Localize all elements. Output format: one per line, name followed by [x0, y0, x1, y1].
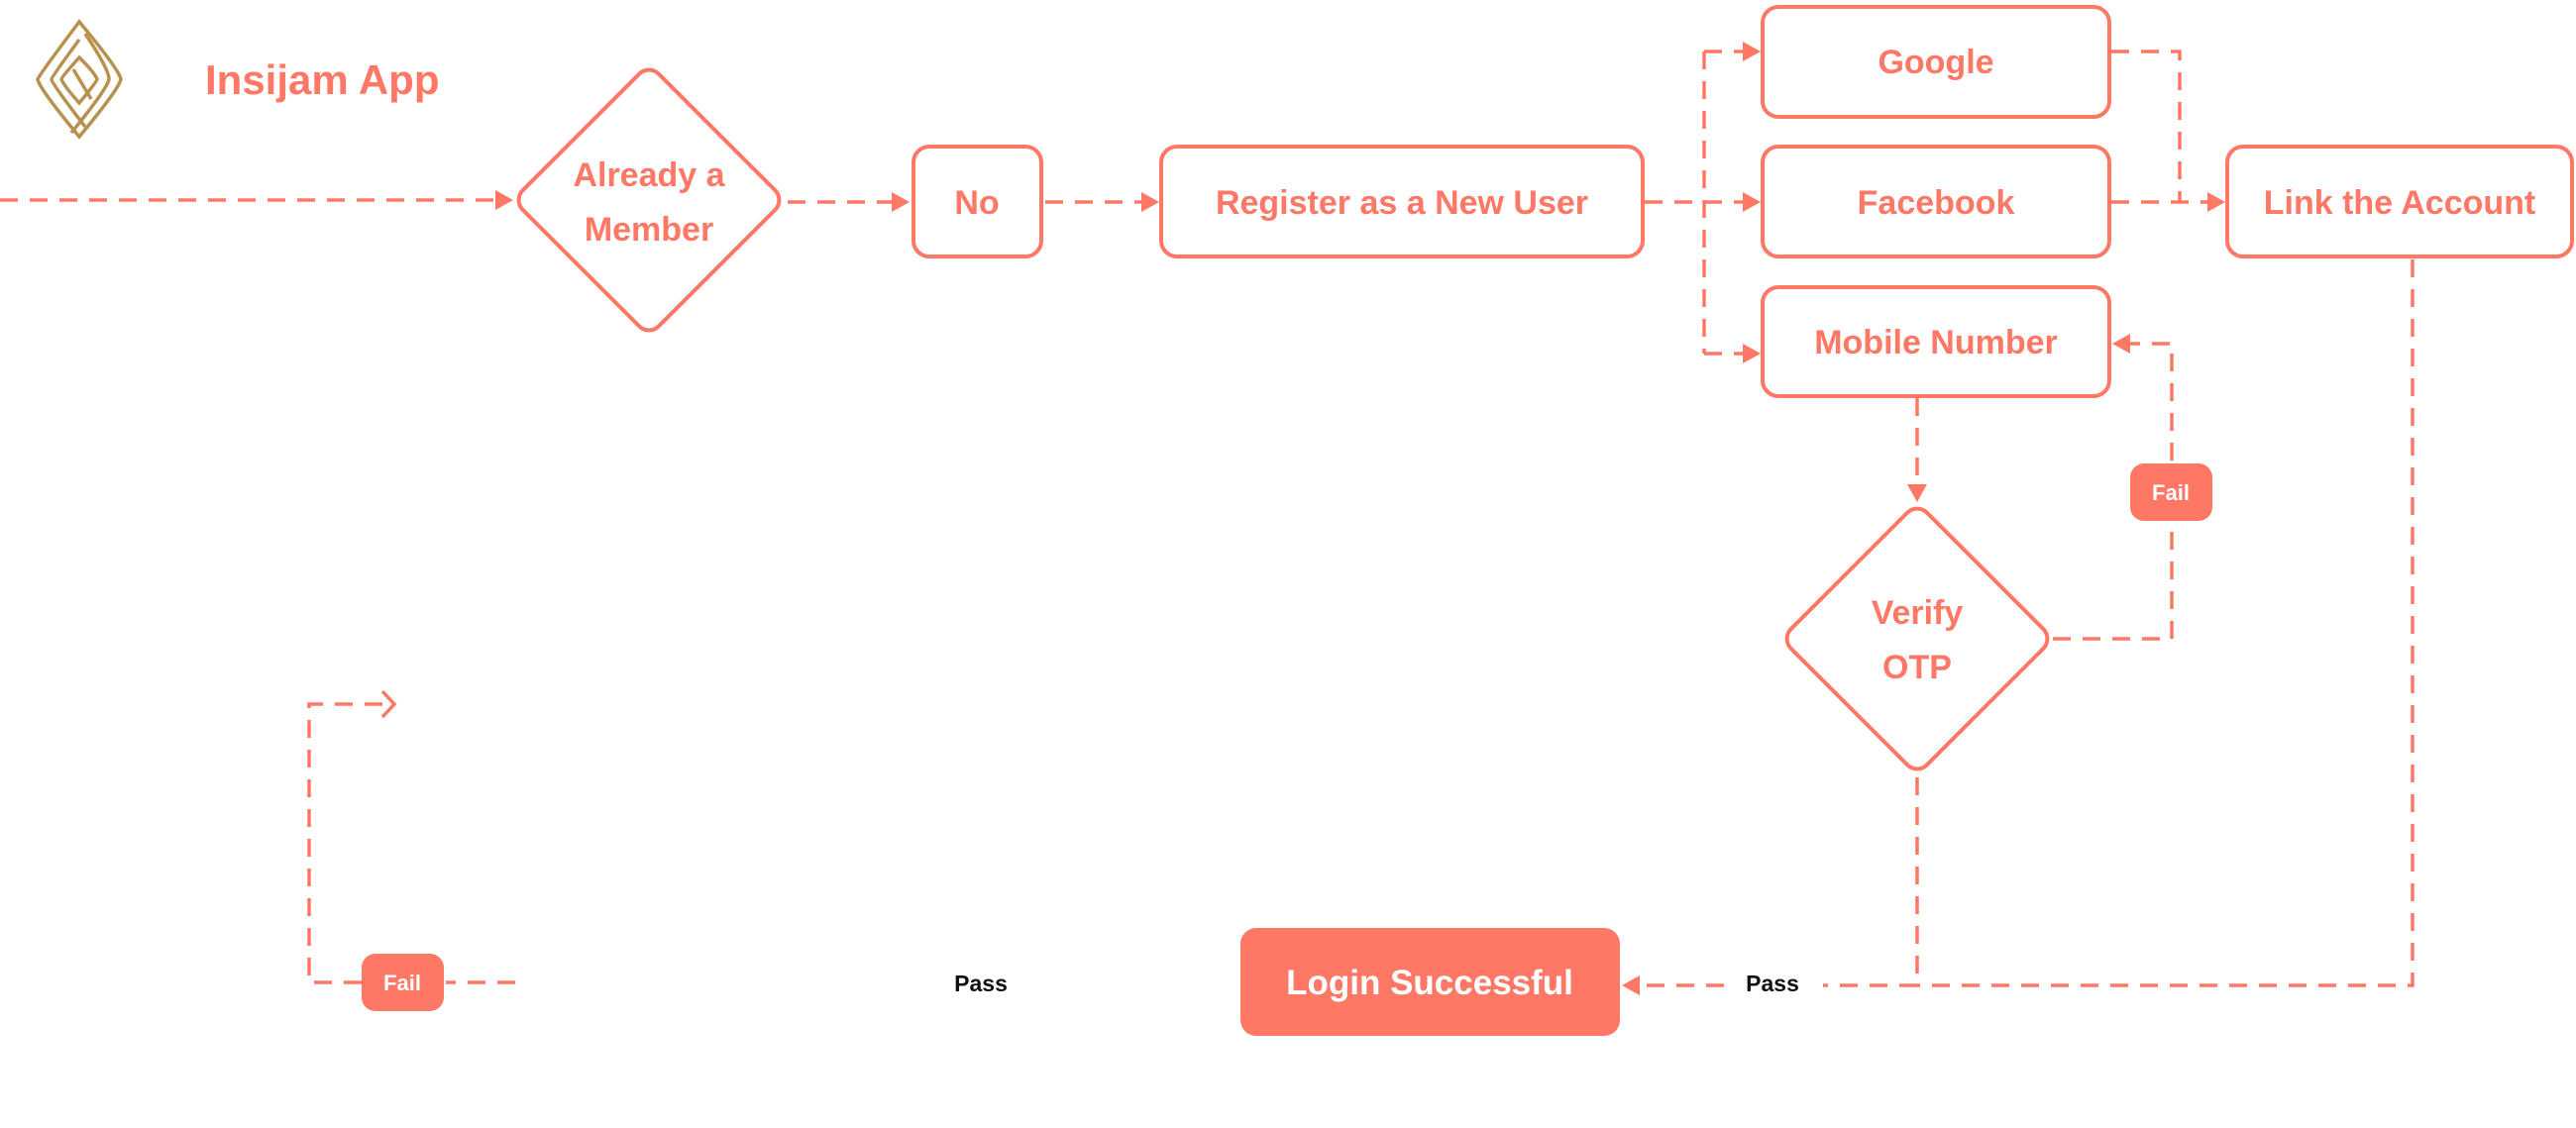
arrow-head	[1743, 192, 1761, 212]
diamond-shape	[516, 67, 782, 333]
insijam-logo	[36, 19, 123, 140]
arrow-head	[1907, 484, 1927, 502]
pass-label-left: Pass	[954, 971, 1008, 996]
node-label: Link the Account	[2264, 184, 2536, 222]
node-label: Verify	[1872, 594, 1964, 632]
app-title: Insijam App	[205, 56, 439, 103]
decision-verify-otp[interactable]: Verify OTP	[1781, 503, 2053, 774]
node-no[interactable]: No	[912, 145, 1043, 258]
node-label: Member	[585, 211, 713, 249]
otp-pass-line	[1823, 777, 1919, 987]
arrow-head	[1743, 344, 1761, 363]
node-label: OTP	[1882, 649, 1952, 686]
arrow-head	[1743, 42, 1761, 61]
arrow-head	[1141, 192, 1159, 212]
node-login-successful[interactable]: Login Successful	[1240, 928, 1620, 1036]
arrow-head	[495, 190, 513, 210]
connectors	[0, 42, 2415, 995]
open-arrow-head	[380, 689, 397, 719]
node-label: Already a	[573, 156, 725, 194]
arrow-head	[2207, 192, 2225, 212]
arrow-head	[2112, 334, 2130, 354]
node-label: Login Successful	[1286, 964, 1573, 1002]
node-label: No	[954, 184, 999, 222]
node-google[interactable]: Google	[1761, 5, 2111, 119]
node-mobile-number[interactable]: Mobile Number	[1761, 285, 2111, 398]
arrow-head	[892, 192, 910, 212]
node-label: Mobile Number	[1814, 324, 2058, 361]
left-fail-loop-line	[307, 702, 515, 984]
svg-text:Fail: Fail	[383, 971, 421, 995]
register-branch-line	[1645, 50, 1746, 356]
node-link-account[interactable]: Link the Account	[2225, 145, 2574, 258]
fail-badge-left: Fail	[362, 954, 444, 1011]
fail-badge-right: Fail	[2130, 463, 2212, 521]
decision-already-member[interactable]: Already a Member	[513, 64, 785, 336]
otp-fail-line	[2053, 342, 2174, 641]
pass-label-right: Pass	[1746, 971, 1799, 996]
arrow-head	[1622, 975, 1640, 995]
diamond-shape	[1784, 506, 2050, 771]
svg-text:Fail: Fail	[2152, 480, 2190, 505]
node-label: Register as a New User	[1216, 184, 1588, 222]
node-label: Google	[1878, 44, 1993, 81]
node-register[interactable]: Register as a New User	[1159, 145, 1645, 258]
node-label: Facebook	[1858, 184, 2015, 222]
google-to-link-line	[2111, 50, 2182, 202]
link-to-login-line	[1917, 259, 2415, 987]
node-facebook[interactable]: Facebook	[1761, 145, 2111, 258]
